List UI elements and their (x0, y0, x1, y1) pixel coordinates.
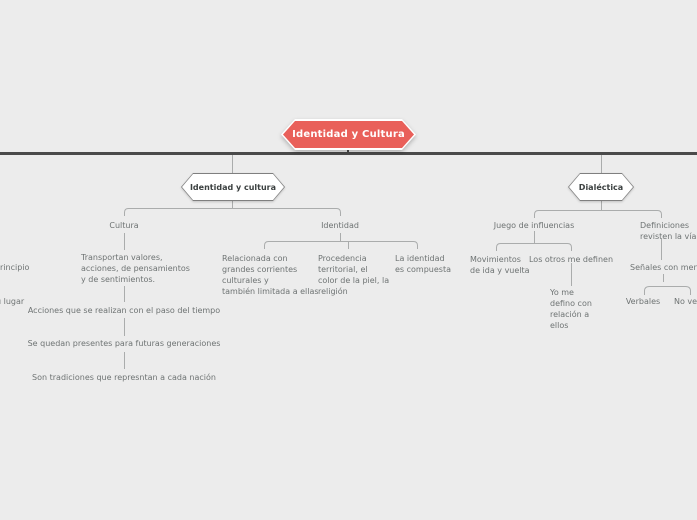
root-node[interactable]: Identidad y Cultura (281, 119, 416, 150)
node-identidad[interactable]: Identidad (321, 221, 359, 230)
topic-label: Dialéctica (578, 182, 624, 192)
node-acciones-paso-del-tiempo[interactable]: Acciones que se realizan con el paso del… (27, 306, 221, 315)
topic-fill (569, 174, 633, 200)
node-cultura[interactable]: Cultura (109, 221, 139, 230)
root-connector-stub (347, 147, 349, 153)
node-fragment-principio[interactable]: rincipio (0, 263, 30, 272)
connector (496, 243, 572, 251)
topic-dialectica[interactable]: Dialéctica (568, 173, 634, 201)
connector (644, 286, 691, 295)
connector (264, 241, 418, 249)
node-yo-me-defino[interactable]: Yo me defino con relación a ellos (550, 288, 592, 330)
node-no-verbales[interactable]: No verbales (674, 297, 697, 306)
node-son-tradiciones[interactable]: Son tradiciones que represntan a cada na… (32, 373, 216, 382)
node-relacionada-corrientes[interactable]: Relacionada con grandes corrientes cultu… (222, 254, 319, 296)
node-senales-con-mensaje[interactable]: Señales con mensaje (630, 263, 697, 272)
node-se-quedan-presentes[interactable]: Se quedan presentes para futuras generac… (27, 339, 221, 348)
topic-fill (182, 174, 284, 200)
topic-identidad-y-cultura[interactable]: Identidad y cultura (181, 173, 285, 201)
root-node-fill (283, 121, 414, 148)
connector (124, 208, 341, 216)
node-juego-de-influencias[interactable]: Juego de influencias (493, 221, 575, 230)
node-los-otros-me-definen[interactable]: Los otros me definen (528, 255, 614, 264)
main-branch-line (0, 152, 697, 155)
topic-label: Identidad y cultura (189, 182, 277, 192)
node-movimientos-ida-vuelta[interactable]: Movimientos de ida y vuelta (470, 255, 530, 275)
connector (534, 210, 662, 218)
node-definiciones-revisten[interactable]: Definiciones revisten la vía (640, 221, 697, 241)
node-la-identidad-es-compuesta[interactable]: La identidad es compuesta (395, 254, 451, 274)
node-procedencia-territorial[interactable]: Procedencia territorial, el color de la … (318, 254, 390, 296)
root-node-label: Identidad y Cultura (292, 129, 405, 140)
node-transportan-valores[interactable]: Transportan valores, acciones, de pensam… (81, 253, 190, 284)
node-fragment-lugar[interactable]: u lugar (0, 297, 25, 306)
node-verbales[interactable]: Verbales (625, 297, 661, 306)
